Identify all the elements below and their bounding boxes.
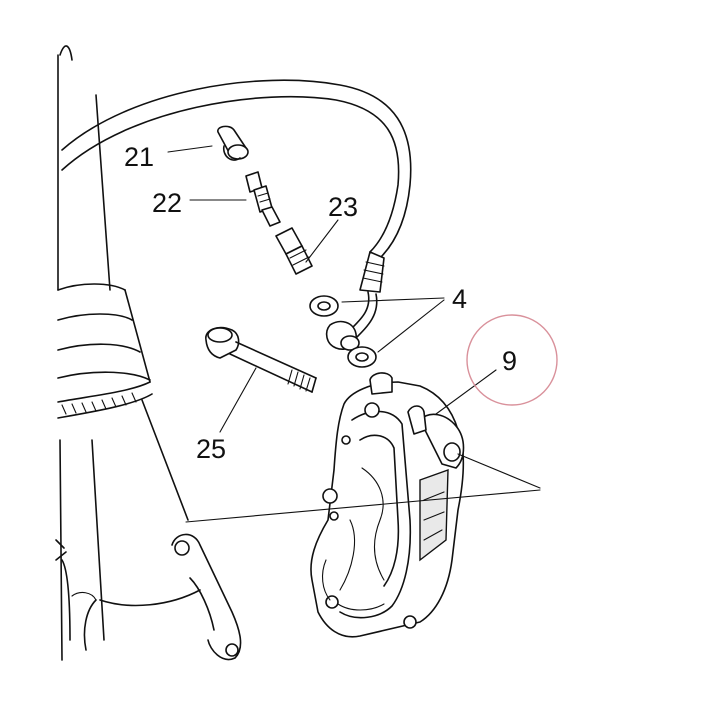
fork-leg <box>55 45 242 661</box>
sealing-washers-4 <box>309 295 377 368</box>
highlight-circle <box>466 314 558 406</box>
caliper-bolt-25 <box>205 326 317 393</box>
callout-23: 23 <box>328 192 358 222</box>
callout-21: 21 <box>124 142 154 172</box>
callout-22: 22 <box>152 188 182 218</box>
brake-caliper-9 <box>310 372 465 638</box>
bleeder-cap-21 <box>217 125 249 161</box>
union-fitting-23 <box>275 227 313 275</box>
bleeder-screw-22 <box>245 171 281 227</box>
callout-4: 4 <box>452 284 467 314</box>
callout-9: 9 <box>502 346 517 376</box>
brake-hose <box>61 79 412 339</box>
leader-lines <box>167 145 541 523</box>
callout-25: 25 <box>196 434 226 464</box>
